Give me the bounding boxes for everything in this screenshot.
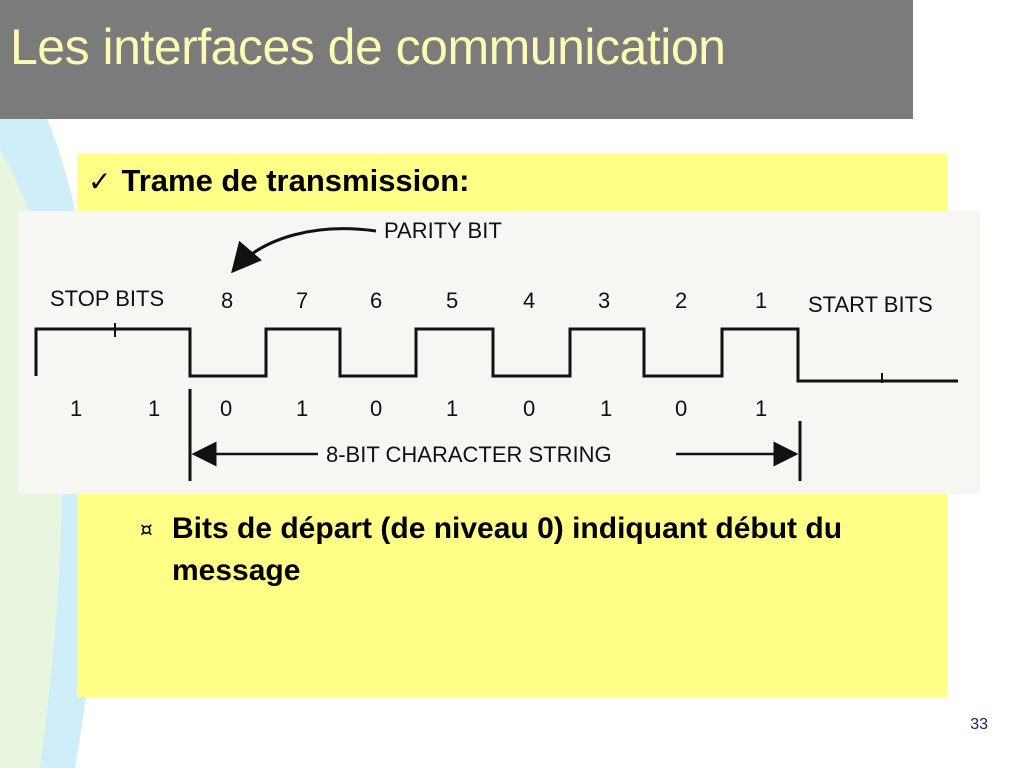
heading: ✓ Trame de transmission: (88, 163, 469, 199)
bullet-item: ¤ Bits de départ (de niveau 0) indiquant… (140, 508, 940, 592)
currency-sign-icon: ¤ (140, 517, 153, 541)
start-bits-label: START BITS (808, 292, 933, 317)
bit-value: 0 (220, 396, 232, 421)
checkmark-icon: ✓ (88, 164, 112, 198)
bit-value: 1 (148, 396, 160, 421)
bullet-text: Bits de départ (de niveau 0) indiquant d… (172, 512, 843, 587)
bit-position: 5 (446, 288, 458, 313)
bit-position: 2 (675, 288, 687, 313)
slide-title: Les interfaces de communication (10, 19, 726, 75)
bit-position: 8 (221, 288, 233, 313)
bit-value-labels: 1 1 0 1 0 1 0 1 0 1 (70, 396, 767, 421)
bit-position: 6 (370, 288, 382, 313)
bit-value: 1 (446, 396, 458, 421)
heading-text: Trame de transmission: (121, 163, 470, 198)
bit-value: 0 (675, 396, 687, 421)
frame-diagram: PARITY BIT STOP BITS START BITS 8 7 6 5 … (34, 218, 958, 481)
bit-position: 4 (523, 288, 535, 313)
bit-position: 7 (296, 288, 308, 313)
character-string-label: 8-BIT CHARACTER STRING (326, 442, 612, 467)
parity-bit-arrow (231, 227, 377, 274)
transmission-frame-figure: PARITY BIT STOP BITS START BITS 8 7 6 5 … (18, 211, 980, 494)
bit-position-labels: 8 7 6 5 4 3 2 1 (221, 288, 767, 313)
bit-value: 0 (370, 396, 382, 421)
title-bar: Les interfaces de communication (0, 0, 913, 119)
bit-value: 1 (600, 396, 612, 421)
bit-position: 3 (598, 288, 610, 313)
page-number: 33 (970, 716, 988, 733)
bit-value: 0 (523, 396, 535, 421)
bit-value: 1 (296, 396, 308, 421)
parity-bit-label: PARITY BIT (384, 218, 502, 243)
signal-waveform (34, 327, 958, 383)
bit-value: 1 (70, 396, 82, 421)
stop-bits-label: STOP BITS (50, 286, 164, 311)
bit-value: 1 (755, 396, 767, 421)
bit-position: 1 (755, 288, 767, 313)
